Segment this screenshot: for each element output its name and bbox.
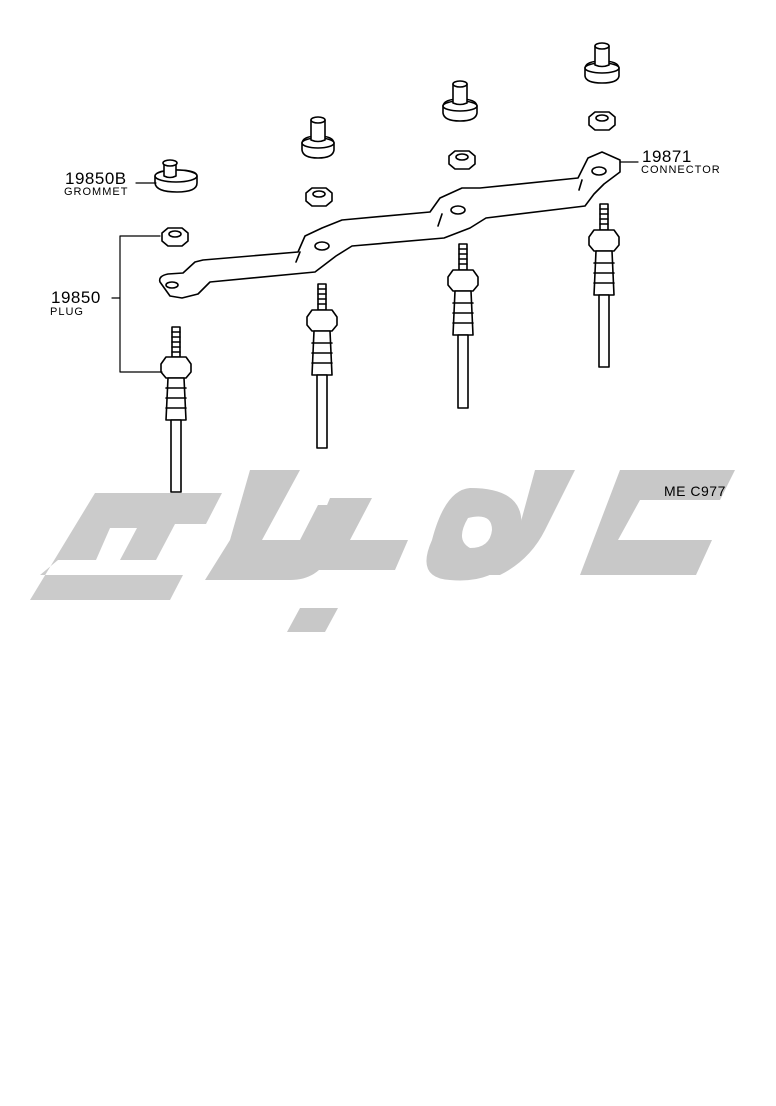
- illustration-code: ME C977: [664, 483, 726, 499]
- plug-part-name: PLUG: [50, 306, 84, 318]
- glow-plug-4: [588, 203, 620, 368]
- connector-bar: [158, 151, 621, 299]
- leader-lines: [111, 161, 639, 373]
- watermark-logo: [30, 470, 735, 632]
- grommet-part-name: GROMMET: [64, 186, 129, 198]
- nut-1: [161, 227, 189, 247]
- nut-3: [448, 150, 476, 170]
- glow-plug-1: [160, 326, 192, 493]
- grommet-2: [301, 116, 335, 159]
- grommet-3: [442, 80, 478, 122]
- grommet-1: [154, 159, 198, 193]
- nut-4: [588, 111, 616, 131]
- glow-plug-2: [306, 283, 338, 449]
- grommet-part-number: 19850B: [65, 169, 127, 188]
- connector-part-name: CONNECTOR: [641, 164, 721, 176]
- plug-part-number: 19850: [51, 288, 101, 307]
- nut-2: [305, 187, 333, 207]
- connector-part-number: 19871: [642, 147, 692, 166]
- grommet-4: [584, 42, 620, 84]
- glow-plug-3: [447, 243, 479, 409]
